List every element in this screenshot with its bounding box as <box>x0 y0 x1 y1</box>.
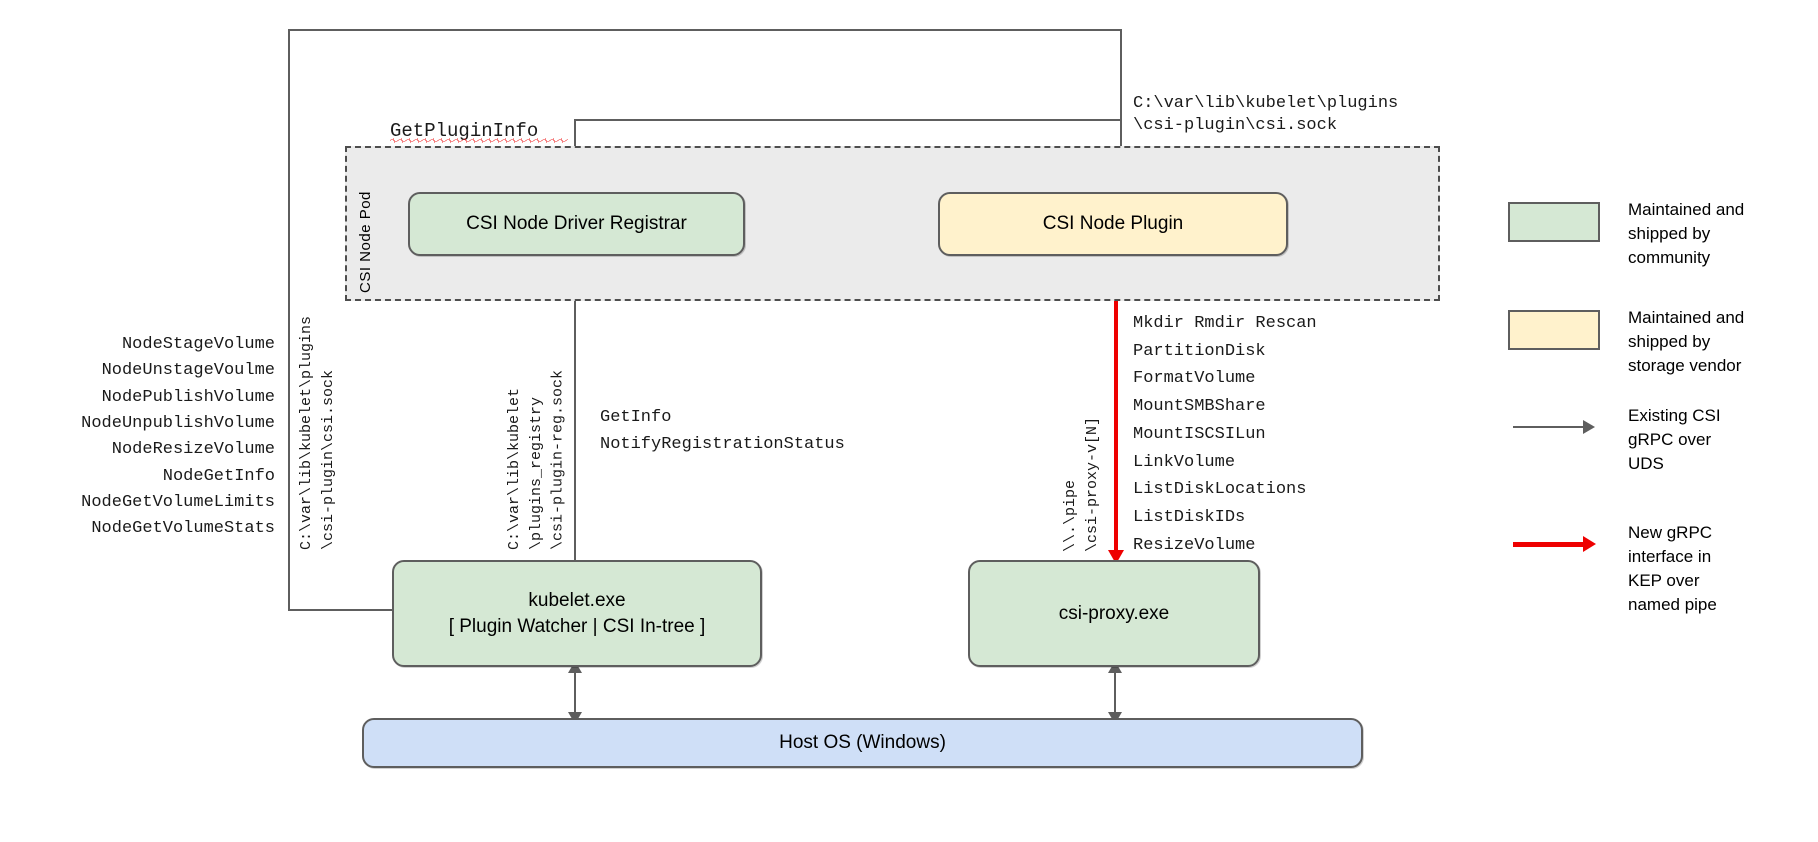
node-csi-node-driver-registrar-label: CSI Node Driver Registrar <box>466 213 687 235</box>
connector-named-pipe <box>1114 226 1118 554</box>
node-csi-node-plugin[interactable]: CSI Node Plugin <box>938 192 1288 256</box>
connector-csiproxy-hostos <box>1114 667 1116 718</box>
connector-csi-sock-top <box>288 29 1122 31</box>
label-node-service-rpcs: NodeStageVolume NodeUnstageVoulme NodePu… <box>81 335 275 539</box>
connector-csi-sock-right <box>1120 29 1122 181</box>
connector-registration <box>574 272 576 560</box>
legend-swatch-community <box>1508 202 1600 242</box>
legend-text-new: New gRPC interface in KEP over named pip… <box>1628 523 1717 615</box>
legend-swatch-vendor <box>1508 310 1600 350</box>
legend-text-vendor: Maintained and shipped by storage vendor <box>1628 308 1745 376</box>
label-registry-sock-vertical: C:\var\lib\kubelet \plugins_registry \cs… <box>506 369 567 550</box>
label-csi-plugin-sock-vertical: C:\var\lib\kubelet\plugins \csi-plugin\c… <box>298 315 337 550</box>
node-kubelet-exe-line2: [ Plugin Watcher | CSI In-tree ] <box>448 615 706 637</box>
label-csi-sock-path: C:\var\lib\kubelet\plugins \csi-plugin\c… <box>1133 94 1399 136</box>
node-kubelet-exe[interactable]: kubelet.exe [ Plugin Watcher | CSI In-tr… <box>392 560 762 667</box>
node-kubelet-exe-line1: kubelet.exe <box>528 589 626 611</box>
label-csi-proxy-apis: Mkdir Rmdir Rescan PartitionDisk FormatV… <box>1133 314 1317 555</box>
connector-getplugininfo-top <box>574 119 1122 121</box>
connector-csi-sock-left <box>288 29 290 611</box>
label-registration-rpcs: GetInfo NotifyRegistrationStatus <box>600 408 845 455</box>
node-csi-proxy-exe-label: csi-proxy.exe <box>1058 602 1170 624</box>
csi-node-pod-label: CSI Node Pod <box>357 191 374 293</box>
label-get-plugin-info: GetPluginInfo <box>390 120 539 142</box>
spellcheck-squiggle <box>390 138 568 143</box>
node-csi-proxy-exe[interactable]: csi-proxy.exe <box>968 560 1260 667</box>
legend-text-community: Maintained and shipped by community <box>1628 200 1745 268</box>
legend-arrowhead-new <box>1583 536 1596 552</box>
connector-kubelet-hostos <box>574 667 576 718</box>
legend-text-existing: Existing CSI gRPC over UDS <box>1628 406 1721 474</box>
label-named-pipe-vertical: \\.\pipe \csi-proxy-v[N] <box>1062 416 1101 552</box>
legend-arrowhead-existing <box>1583 420 1595 434</box>
node-csi-node-driver-registrar[interactable]: CSI Node Driver Registrar <box>408 192 745 256</box>
node-host-os-label: Host OS (Windows) <box>779 732 946 754</box>
node-host-os[interactable]: Host OS (Windows) <box>362 718 1363 768</box>
connector-csi-sock-bottom <box>288 609 393 611</box>
node-csi-node-plugin-label: CSI Node Plugin <box>1042 213 1184 235</box>
